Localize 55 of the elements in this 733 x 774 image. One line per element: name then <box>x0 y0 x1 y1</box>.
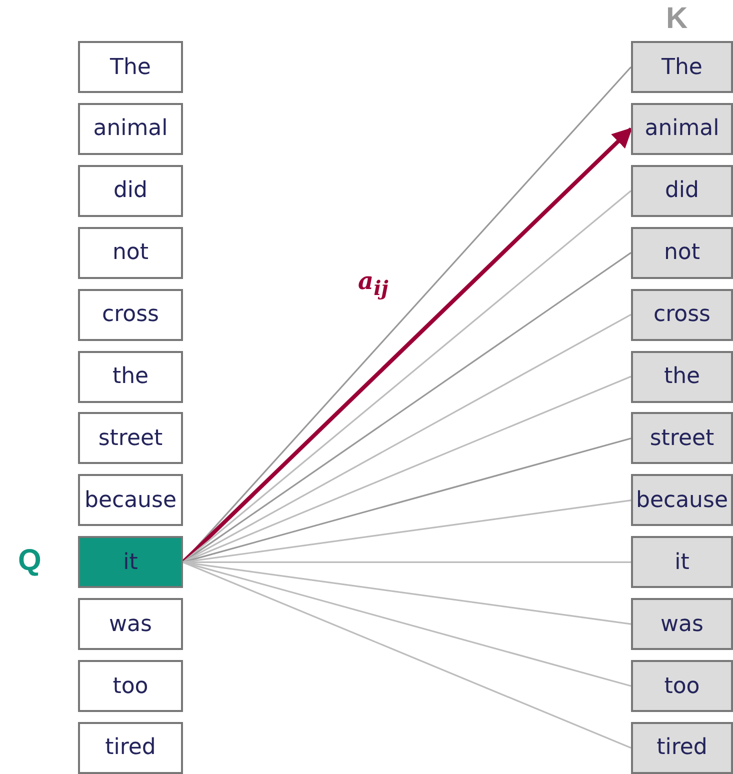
token-box <box>631 660 733 712</box>
token-text: was <box>109 612 152 637</box>
token-text: too <box>112 674 148 698</box>
query-token-box <box>78 536 183 588</box>
token-box <box>78 288 183 341</box>
token-text: it <box>123 550 138 575</box>
token-text: it <box>674 550 690 575</box>
connector-line <box>182 438 632 563</box>
token-text: street <box>98 426 163 451</box>
token-text: the <box>112 364 149 389</box>
token-text: animal <box>644 116 720 142</box>
token-text: tired <box>656 735 708 760</box>
token-text: did <box>113 178 148 204</box>
token-box <box>78 598 183 650</box>
connector-line <box>182 314 632 563</box>
token-box <box>78 102 183 155</box>
token-box <box>78 350 183 402</box>
token-box <box>631 474 733 526</box>
token-box <box>631 102 733 155</box>
token-box <box>631 164 733 217</box>
token-box <box>78 660 183 712</box>
token-box <box>631 350 733 402</box>
token-text: did <box>664 178 700 204</box>
token-text: not <box>112 240 149 266</box>
token-box <box>631 41 733 93</box>
token-box <box>78 412 183 464</box>
token-box <box>78 164 183 217</box>
token-text: the <box>664 364 700 389</box>
token-box <box>631 288 733 341</box>
token-box <box>78 722 183 774</box>
token-box <box>78 41 183 93</box>
token-text: The <box>662 54 702 80</box>
token-box <box>631 226 733 279</box>
token-text: because <box>636 488 728 513</box>
token-text: was <box>660 612 704 637</box>
token-text: cross <box>102 302 160 328</box>
token-box <box>631 536 733 588</box>
token-text: not <box>664 240 700 266</box>
token-text: street <box>650 426 714 451</box>
token-box <box>78 226 183 279</box>
connector-line <box>182 500 632 563</box>
token-text: tired <box>105 735 156 760</box>
key-label: K <box>666 2 688 36</box>
token-box <box>78 474 183 526</box>
token-text: because <box>84 488 177 513</box>
token-text: animal <box>93 116 168 142</box>
connector-line <box>182 252 632 563</box>
token-box <box>631 598 733 650</box>
token-text: too <box>664 674 700 698</box>
token-text: cross <box>653 302 711 328</box>
token-box <box>631 722 733 774</box>
token-text: The <box>110 54 151 80</box>
connector-line <box>182 561 632 749</box>
query-label: Q <box>18 544 42 578</box>
token-box <box>631 412 733 464</box>
